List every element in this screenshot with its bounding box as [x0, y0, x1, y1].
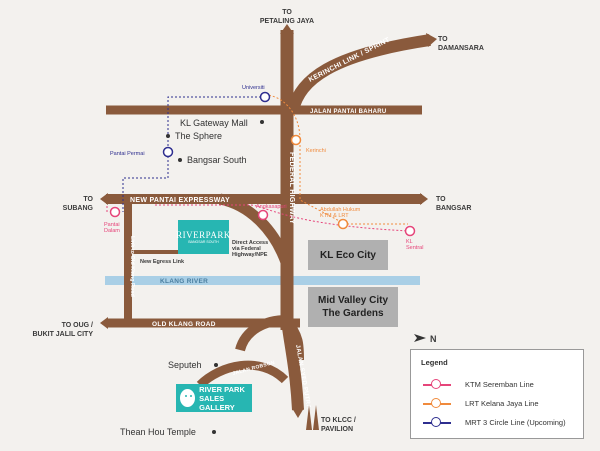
lrt-train-icon	[431, 397, 441, 408]
lrt-line	[264, 94, 408, 225]
riverpark-logo: RIVERPARK BANGSAR SOUTH	[176, 220, 231, 254]
sales-gallery-badge: RIVER PARK SALES GALLERY	[176, 384, 252, 412]
mid-valley-label: Mid Valley City The Gardens	[317, 295, 389, 319]
pantai-permai-station-icon	[162, 146, 174, 158]
kerinchi-link-road	[287, 34, 431, 112]
sales-gallery-label: RIVER PARK SALES GALLERY	[199, 384, 245, 412]
ktm-line	[106, 204, 411, 232]
npe-ramp-road	[218, 193, 293, 267]
universiti-station-icon	[259, 91, 271, 103]
thean-hou-temple-label: Thean Hou Temple	[120, 427, 196, 437]
ktm-train-icon	[431, 378, 441, 389]
jalan-robson-road	[196, 360, 289, 389]
link-to-old-klang-label: Link to Old Klang Road	[129, 236, 135, 297]
old-klang-ramp-road	[235, 315, 288, 352]
to-oug-label: TO OUG /BUKIT JALIL CITY	[32, 322, 93, 338]
kerinchi-station-icon	[290, 134, 302, 146]
abdullah-hukum-station-icon	[337, 218, 349, 230]
old-klang-road-label: OLD KLANG ROAD	[152, 321, 216, 328]
waze-icon	[180, 389, 196, 407]
kerinchi-link-label: KERINCHI LINK / SPRINT	[308, 36, 392, 83]
egress-link-label: New Egress Link	[140, 259, 185, 265]
legend-title: Legend	[421, 358, 448, 367]
legend-label-lrt: LRT Kelana Jaya Line	[465, 399, 539, 408]
riverpark-logo-subtext: BANGSAR SOUTH	[188, 240, 219, 244]
gateway-dot-icon	[260, 120, 264, 124]
bangsar-south-label: Bangsar South	[187, 155, 247, 165]
legend: Legend KTM Seremban Line LRT Kelana Jaya…	[410, 349, 584, 439]
mrt-train-icon	[431, 416, 441, 427]
klang-river-label: KLANG RIVER	[160, 278, 208, 285]
north-arrow-icon	[414, 334, 426, 342]
kl-eco-city-box: KL Eco City	[308, 240, 388, 270]
kl-sentral-station-icon	[404, 225, 416, 237]
mid-valley-box: Mid Valley City The Gardens	[308, 287, 398, 327]
thean-hou-dot-icon	[212, 430, 216, 434]
angkasapuri-station-label: Angkasapuri	[256, 204, 287, 210]
arrow-klcc	[292, 408, 304, 418]
bangsar-south-dot-icon	[178, 158, 182, 162]
federal-highway-label: FEDERAL HIGHWAY	[288, 152, 295, 224]
arrow-damansara	[426, 33, 437, 47]
seputeh-dot-icon	[214, 363, 218, 367]
north-label: N	[430, 334, 437, 344]
arrow-north	[280, 24, 294, 34]
lrt-line-swatch	[423, 397, 451, 408]
arrow-bangsar	[420, 193, 428, 205]
petronas-towers-icon	[306, 405, 319, 430]
universiti-station-label: Universiti	[242, 85, 265, 91]
jalan-pantai-baharu-label: JALAN PANTAI BAHARU	[310, 109, 386, 115]
klang-river	[105, 276, 420, 285]
seputeh-label: Seputeh	[168, 360, 202, 370]
ktm-line-swatch	[423, 378, 451, 389]
sphere-dot-icon	[166, 134, 170, 138]
direction-arrows	[100, 24, 437, 418]
riverpark-logo-text: RIVERPARK	[176, 230, 231, 240]
stations	[109, 91, 416, 237]
arrow-oug	[100, 317, 108, 329]
kl-eco-city-label: KL Eco City	[320, 249, 376, 261]
legend-item-mrt: MRT 3 Circle Line (Upcoming)	[423, 416, 566, 427]
kl-gateway-mall-label: KL Gateway Mall	[180, 118, 248, 128]
arrow-subang	[100, 193, 108, 205]
pantai-dalam-station-icon	[109, 206, 121, 218]
angkasapuri-station-icon	[257, 209, 269, 221]
new-pantai-expressway-label: NEW PANTAI EXPRESSWAY	[130, 197, 230, 204]
legend-label-mrt: MRT 3 Circle Line (Upcoming)	[465, 418, 566, 427]
mrt-line-swatch	[423, 416, 451, 427]
kerinchi-station-label: Kerinchi	[306, 148, 326, 154]
the-sphere-label: The Sphere	[175, 131, 222, 141]
pantai-permai-station-label: Pantai Permai	[110, 151, 145, 157]
mrt-line	[122, 96, 265, 212]
syed-putra-ramp-road	[283, 317, 304, 361]
legend-label-ktm: KTM Seremban Line	[465, 380, 534, 389]
to-klcc-label: TO KLCC /PAVILION	[321, 417, 356, 433]
legend-item-lrt: LRT Kelana Jaya Line	[423, 397, 539, 408]
legend-item-ktm: KTM Seremban Line	[423, 378, 534, 389]
roads	[106, 30, 431, 411]
